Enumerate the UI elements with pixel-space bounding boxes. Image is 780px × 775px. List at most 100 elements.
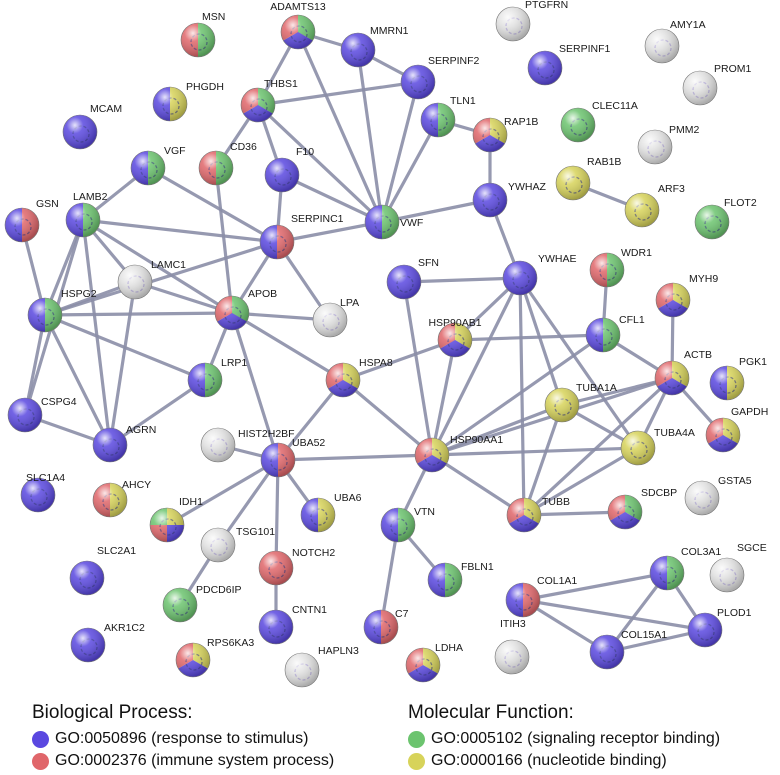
node-thbs1[interactable]: THBS1 — [240, 78, 298, 123]
node-col15a1[interactable]: COL15A1 — [589, 629, 667, 670]
node-serpinf1[interactable]: SERPINF1 — [527, 43, 611, 86]
node-msn[interactable]: MSN — [180, 11, 225, 58]
node-slc1a4[interactable]: SLC1A4 — [20, 472, 65, 513]
edge-col1a1-plod1 — [521, 598, 707, 632]
node-hsp90ab1[interactable]: HSP90AB1 — [428, 317, 482, 358]
node-col1a1[interactable]: COL1A1 — [505, 575, 577, 618]
node-gloss — [527, 50, 563, 86]
node-uba52[interactable]: UBA52 — [260, 437, 325, 478]
node-gloss — [117, 264, 153, 300]
edge-uba52-idh1 — [165, 458, 280, 527]
edge-lamb2-agrn — [81, 218, 112, 447]
node-mmrn1[interactable]: MMRN1 — [340, 25, 409, 68]
node-cntn1[interactable]: CNTN1 — [258, 604, 327, 645]
node-rap1b[interactable]: RAP1B — [472, 116, 538, 153]
node-label: YWHAE — [538, 253, 577, 265]
node-f10[interactable]: F10 — [264, 146, 314, 193]
node-gloss — [200, 427, 236, 463]
node-serpinf2[interactable]: SERPINF2 — [400, 55, 480, 100]
protein-interaction-network: MSNADAMTS13MMRN1PTGFRNAMY1ASERPINF2SERPI… — [4, 0, 768, 688]
node-ptgfrn[interactable]: PTGFRN — [495, 0, 568, 42]
node-hsp90aa1[interactable]: HSP90AA1 — [414, 434, 503, 473]
node-gloss — [27, 297, 63, 333]
node-ywhae[interactable]: YWHAE — [502, 253, 577, 296]
node-sfn[interactable]: SFN — [386, 257, 439, 300]
node-slc2a1[interactable]: SLC2A1 — [69, 545, 136, 596]
node-tuba1a[interactable]: TUBA1A — [544, 382, 617, 423]
node-cfl1[interactable]: CFL1 — [585, 314, 645, 353]
node-gloss — [284, 652, 320, 688]
node-hist2h2bf[interactable]: HIST2H2BF — [200, 427, 295, 463]
node-serpinc1[interactable]: SERPINC1 — [259, 213, 344, 260]
node-gsta5[interactable]: GSTA5 — [684, 475, 752, 516]
node-phgdh[interactable]: PHGDH — [152, 81, 224, 122]
node-lpa[interactable]: LPA — [312, 297, 359, 338]
node-cd36[interactable]: CD36 — [198, 141, 257, 186]
node-lrp1[interactable]: LRP1 — [187, 357, 247, 398]
node-prom1[interactable]: PROM1 — [682, 63, 752, 106]
node-tsg101[interactable]: TSG101 — [200, 526, 275, 563]
node-label: ADAMTS13 — [270, 1, 326, 13]
edge-sfn-ywhae — [402, 276, 522, 284]
node-gloss — [149, 507, 185, 543]
node-rps6ka3[interactable]: RPS6KA3 — [175, 637, 254, 678]
node-gloss — [130, 150, 166, 186]
node-hspa8[interactable]: HSPA8 — [325, 357, 393, 398]
node-tubb[interactable]: TUBB — [506, 496, 570, 533]
node-ywhaz[interactable]: YWHAZ — [472, 181, 547, 218]
node-arf3[interactable]: ARF3 — [624, 183, 685, 228]
node-notch2[interactable]: NOTCH2 — [258, 547, 335, 586]
node-sgce[interactable]: SGCE — [709, 542, 767, 593]
node-c7[interactable]: C7 — [363, 608, 409, 645]
node-sdcbp[interactable]: SDCBP — [607, 487, 677, 530]
node-hspg2[interactable]: HSPG2 — [27, 288, 97, 333]
node-pdcd6ip[interactable]: PDCD6IP — [162, 584, 242, 623]
node-mcam[interactable]: MCAM — [62, 103, 122, 150]
edge-hspa8-hsp90aa1 — [341, 378, 434, 457]
node-gloss — [544, 387, 580, 423]
node-rab1b[interactable]: RAB1B — [555, 156, 621, 201]
node-label: PHGDH — [186, 81, 224, 93]
node-gapdh[interactable]: GAPDH — [705, 406, 768, 453]
node-gsn[interactable]: GSN — [4, 198, 59, 243]
node-pgk1[interactable]: PGK1 — [709, 356, 767, 401]
node-apob[interactable]: APOB — [214, 288, 277, 331]
node-uba6[interactable]: UBA6 — [300, 492, 362, 533]
node-idh1[interactable]: IDH1 — [149, 496, 203, 543]
node-itih3[interactable]: ITIH3 — [494, 618, 530, 675]
node-gloss — [506, 497, 542, 533]
node-cspg4[interactable]: CSPG4 — [7, 396, 77, 433]
node-myh9[interactable]: MYH9 — [655, 273, 718, 318]
node-flot2[interactable]: FLOT2 — [694, 197, 757, 240]
node-label: SFN — [418, 257, 439, 269]
node-adamts13[interactable]: ADAMTS13 — [270, 1, 326, 50]
edge-ywhae-tuba1a — [518, 276, 564, 407]
node-wdr1[interactable]: WDR1 — [589, 247, 652, 288]
node-gloss — [92, 427, 128, 463]
edge-ywhaz-vwf — [380, 198, 492, 224]
edge-lrp1-agrn — [108, 378, 207, 447]
node-gloss — [624, 192, 660, 228]
node-hapln3[interactable]: HAPLN3 — [284, 645, 359, 688]
node-col3a1[interactable]: COL3A1 — [649, 546, 721, 591]
node-amy1a[interactable]: AMY1A — [644, 19, 706, 64]
node-actb[interactable]: ACTB — [654, 349, 712, 396]
node-tln1[interactable]: TLN1 — [420, 95, 476, 138]
node-lamb2[interactable]: LAMB2 — [65, 191, 108, 238]
node-lamc1[interactable]: LAMC1 — [117, 259, 186, 300]
node-pmm2[interactable]: PMM2 — [637, 124, 699, 165]
node-plod1[interactable]: PLOD1 — [687, 607, 752, 648]
node-akr1c2[interactable]: AKR1C2 — [70, 622, 145, 663]
node-gloss — [240, 87, 276, 123]
node-label: CLEC11A — [592, 100, 638, 112]
node-vgf[interactable]: VGF — [130, 145, 186, 186]
node-fbln1[interactable]: FBLN1 — [427, 561, 494, 598]
node-vtn[interactable]: VTN — [380, 506, 435, 543]
node-clec11a[interactable]: CLEC11A — [560, 100, 638, 143]
legend-swatch — [408, 730, 425, 748]
node-vwf[interactable]: VWF — [364, 204, 423, 240]
node-ahcy[interactable]: AHCY — [92, 479, 151, 518]
node-ldha[interactable]: LDHA — [405, 642, 463, 683]
node-tuba4a[interactable]: TUBA4A — [620, 427, 695, 466]
node-agrn[interactable]: AGRN — [92, 424, 156, 463]
